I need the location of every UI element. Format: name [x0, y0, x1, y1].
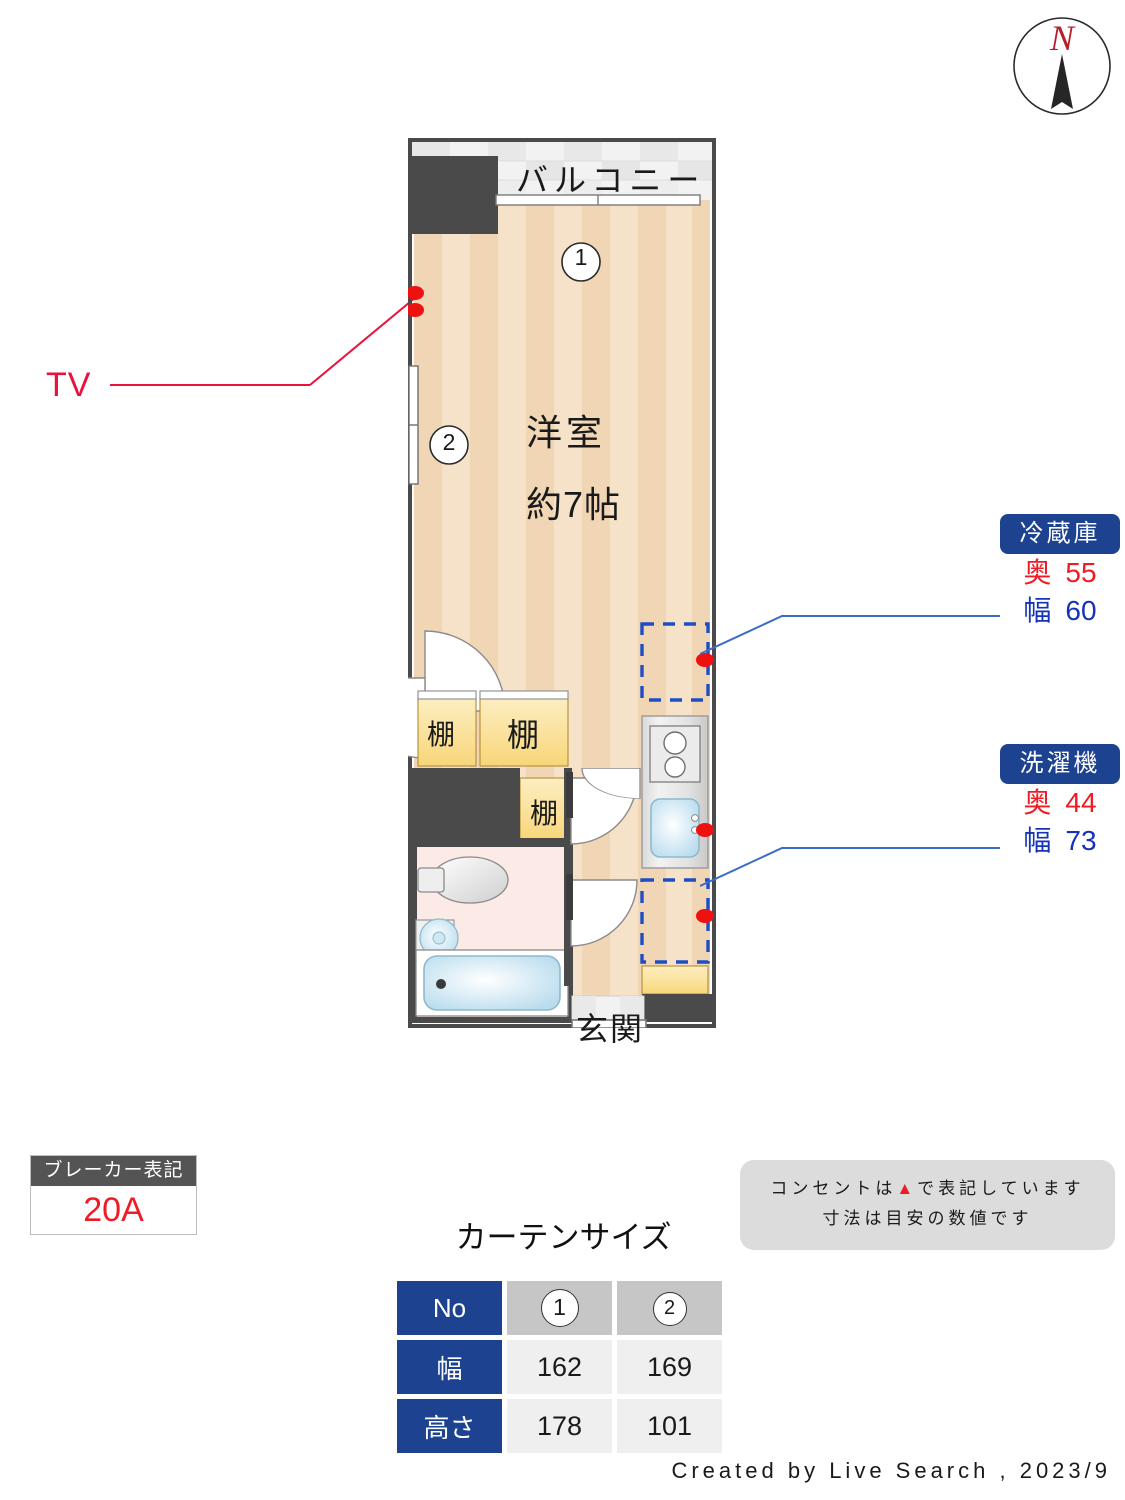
entry-right-wall: [642, 994, 712, 1022]
fridge-leader-line: [699, 592, 1010, 672]
outlet-icon-tv-1: [406, 286, 424, 300]
shelf-unit-1: [417, 690, 477, 767]
fridge-depth-value: 55: [1065, 557, 1097, 588]
compass-rose: N: [1002, 6, 1122, 126]
window-2-side-window: [408, 365, 419, 485]
interior-door-hall: [566, 874, 638, 947]
shelf-unit-3: [519, 777, 569, 841]
footer-credit: Created by Live Search , 2023/9: [671, 1458, 1111, 1483]
note-line-1-post: で表記しています: [917, 1179, 1085, 1198]
fridge-title: 冷蔵庫: [1000, 514, 1120, 554]
tv-outlet-label: TV: [46, 366, 92, 404]
outlet-markers: [406, 286, 714, 923]
interior-wall-block: [412, 768, 520, 840]
shelf-label-2: 棚: [507, 717, 540, 753]
shoe-cabinet-door: [581, 768, 641, 799]
room-size-label: 約7帖: [526, 484, 622, 525]
washer-depth-value: 44: [1065, 787, 1097, 818]
washer-leader-line: [699, 824, 1010, 904]
washer-callout: 洗濯機 奥 44 幅 73: [1000, 744, 1120, 860]
legend-note-box: コンセントは▲で表記しています 寸法は目安の数値です: [740, 1160, 1115, 1250]
tv-leader-line: [100, 280, 440, 400]
outlet-icon-kitchen: [696, 823, 714, 837]
floor-plan-svg: [344, 134, 720, 1107]
fridge-callout: 冷蔵庫 奥 55 幅 60: [1000, 514, 1120, 630]
curtain-size-table: No 1 2 幅 162 169 高さ 178 101: [392, 1276, 727, 1458]
shelf-label-1: 棚: [427, 719, 456, 750]
window-1-sliding-door: [495, 194, 701, 206]
washer-width-row: 幅 73: [1000, 822, 1120, 860]
curtain-width-row: 幅 162 169: [397, 1340, 722, 1394]
pipe-shaft-block: [412, 156, 498, 234]
fridge-depth-row: 奥 55: [1000, 554, 1120, 592]
gas-stove: [649, 725, 701, 783]
outlet-icon-tv-2: [406, 303, 424, 317]
curtain-header-row: No 1 2: [397, 1281, 722, 1335]
outlet-icon-washer: [696, 909, 714, 923]
fridge-space-outline: [640, 622, 710, 702]
outlet-triangle-icon: ▲: [896, 1179, 918, 1198]
shelf-label-3: 棚: [530, 798, 559, 829]
entrance-label: 玄関: [576, 1011, 645, 1047]
fridge-width-value: 60: [1065, 595, 1097, 626]
kitchen-counter: [641, 715, 709, 869]
curtain-height-value-1: 178: [507, 1399, 612, 1453]
shoe-cabinet: [641, 965, 709, 995]
curtain-size-title: カーテンサイズ: [0, 1212, 1125, 1257]
note-line-1-pre: コンセントは: [770, 1179, 897, 1198]
washer-depth-key: 奥: [1023, 787, 1052, 818]
curtain-row-header-no: No: [397, 1281, 502, 1335]
floor-plan: バルコニー 1 2 洋室 約7帖 棚 棚 棚 玄関: [344, 134, 720, 1107]
room-label: 洋室: [526, 412, 607, 453]
fridge-width-row: 幅 60: [1000, 592, 1120, 630]
shelf-unit-2: [479, 690, 569, 767]
kitchen-sink: [650, 798, 700, 858]
note-line-2: 寸法は目安の数値です: [822, 1209, 1033, 1228]
washer-depth-row: 奥 44: [1000, 784, 1120, 822]
curtain-width-value-2: 169: [617, 1340, 722, 1394]
curtain-row-header-height: 高さ: [397, 1399, 502, 1453]
window-number-1: [561, 242, 601, 282]
curtain-height-value-2: 101: [617, 1399, 722, 1453]
curtain-column-header-1: 1: [507, 1281, 612, 1335]
curtain-col-1-number: 1: [540, 1289, 579, 1327]
breaker-title: ブレーカー表記: [31, 1156, 196, 1186]
curtain-row-header-width: 幅: [397, 1340, 502, 1394]
curtain-width-value-1: 162: [507, 1340, 612, 1394]
note-line-1: コンセントは▲で表記しています: [740, 1174, 1115, 1204]
bathtub-fixture: [415, 949, 569, 1017]
breaker-value: 20A: [83, 1191, 144, 1229]
balcony-label: バルコニー: [516, 162, 706, 198]
curtain-column-header-2: 2: [617, 1281, 722, 1335]
fridge-width-key: 幅: [1023, 595, 1052, 626]
outlet-icon-fridge: [696, 653, 714, 667]
breaker-box: ブレーカー表記 20A: [30, 1155, 197, 1235]
toilet-fixture: [417, 856, 509, 904]
compass-north-label: N: [1049, 18, 1076, 58]
window-number-2: [429, 425, 469, 465]
washer-title: 洗濯機: [1000, 744, 1120, 784]
window-2-number: 2: [442, 429, 456, 455]
curtain-col-2-number: 2: [652, 1292, 687, 1326]
washer-width-key: 幅: [1023, 825, 1052, 856]
fridge-depth-key: 奥: [1023, 557, 1052, 588]
curtain-height-row: 高さ 178 101: [397, 1399, 722, 1453]
unit-bathroom: [411, 841, 573, 1023]
curtain-size-title-text: カーテンサイズ: [455, 1220, 672, 1255]
washbasin-fixture: [415, 918, 459, 958]
window-1-number: 1: [574, 244, 588, 270]
washer-width-value: 73: [1065, 825, 1097, 856]
